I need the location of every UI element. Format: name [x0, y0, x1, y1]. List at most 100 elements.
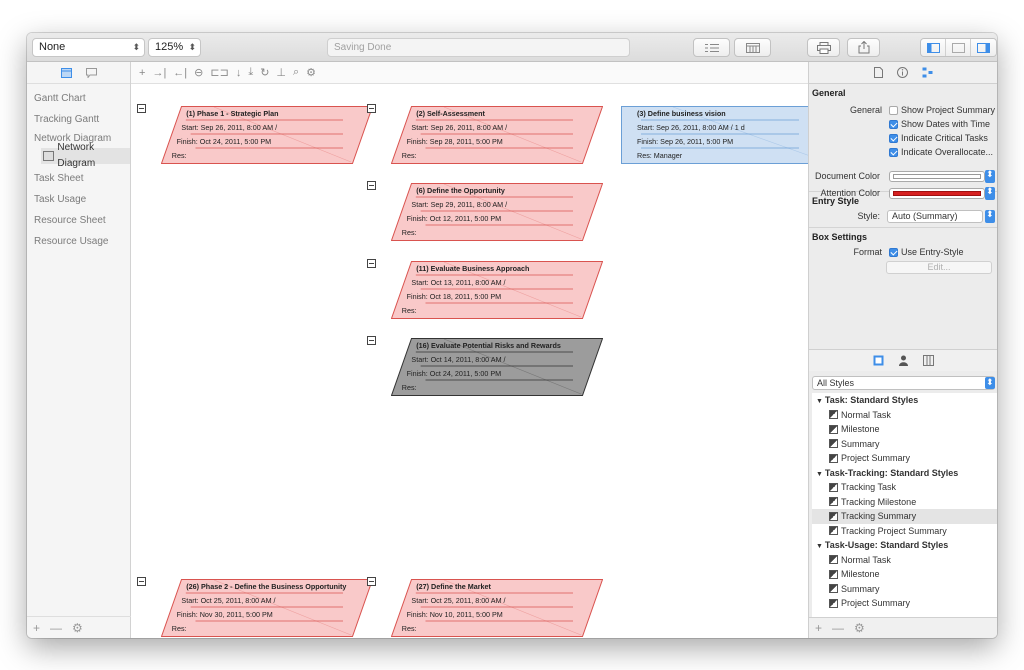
attention-color-popup[interactable]	[985, 186, 995, 200]
node-shape	[621, 106, 829, 164]
style-item[interactable]: Milestone	[812, 422, 997, 437]
comment-icon[interactable]	[85, 67, 97, 78]
style-item[interactable]: Milestone	[812, 567, 997, 582]
style-item[interactable]: Normal Task	[812, 553, 997, 568]
sidebar-item-task-usage[interactable]: Task Usage	[27, 189, 130, 210]
link-tool[interactable]: ⊖	[194, 67, 204, 79]
style-item[interactable]: Summary	[812, 582, 997, 597]
critical-tasks-row: Indicate Critical Tasks	[809, 132, 997, 146]
sidebar-item-tracking-gantt[interactable]: Tracking Gantt	[27, 109, 130, 130]
phase-2-node[interactable]: (26) Phase 2 - Define the Business Oppor…	[137, 577, 373, 637]
toggle-right-panel-button[interactable]	[971, 39, 996, 56]
chevron-updown-icon[interactable]	[985, 209, 995, 223]
style-icon	[829, 497, 838, 507]
collapse-toggle[interactable]	[367, 577, 376, 586]
style-group-label: Task: Standard Styles	[824, 395, 919, 405]
network-style-icon[interactable]	[922, 67, 933, 78]
style-item[interactable]: Project Summary	[812, 596, 997, 611]
split-tool[interactable]: ⊥	[276, 67, 286, 79]
style-group-header[interactable]: ▼ Task: Standard Styles	[812, 393, 997, 408]
show-project-summary-checkbox[interactable]	[889, 106, 898, 115]
document-color-popup[interactable]	[985, 169, 995, 183]
style-item[interactable]: Normal Task	[812, 408, 997, 423]
gear-icon[interactable]: ⚙	[854, 621, 865, 635]
filter-select[interactable]: None ⬍	[32, 38, 145, 57]
info-icon[interactable]	[896, 67, 908, 78]
sidebar-item-network-diagram[interactable]: Network Diagram	[27, 130, 130, 148]
indent-tool[interactable]: →|	[152, 66, 167, 79]
collapse-toggle[interactable]	[367, 104, 376, 113]
style-group-header[interactable]: ▼ Task-Tracking: Standard Styles	[812, 466, 997, 481]
style-item[interactable]: Tracking Summary	[812, 509, 997, 524]
collapse-toggle[interactable]	[367, 259, 376, 268]
remove-style-button[interactable]: —	[832, 621, 845, 635]
columns-icon[interactable]	[923, 355, 934, 366]
disclosure-triangle-icon[interactable]: ▼	[816, 470, 825, 478]
outdent-tool[interactable]: ←|	[173, 66, 188, 79]
toggle-bottom-panel-button[interactable]	[946, 39, 971, 56]
node-title: (1) Phase 1 - Strategic Plan	[186, 109, 279, 118]
node-title: (3) Define business vision	[637, 109, 726, 118]
resource-tool[interactable]: ⤓	[248, 66, 254, 78]
disclosure-triangle-icon[interactable]: ▼	[816, 543, 825, 550]
add-task-tool[interactable]: +	[139, 66, 146, 79]
search-icon[interactable]: ⌕	[293, 66, 300, 78]
views-icon[interactable]	[60, 67, 72, 78]
select-value: All Styles	[817, 378, 855, 388]
style-item[interactable]: Tracking Project Summary	[812, 524, 997, 539]
style-item[interactable]: Project Summary	[812, 451, 997, 466]
collapse-toggle[interactable]	[367, 336, 376, 345]
style-item[interactable]: Tracking Milestone	[812, 495, 997, 510]
edit-button[interactable]: Edit...	[886, 261, 992, 274]
outline-view-button[interactable]	[693, 38, 730, 57]
calendar-view-button[interactable]	[734, 38, 771, 57]
disclosure-triangle-icon[interactable]: ▼	[816, 398, 825, 405]
evaluate-risks-node[interactable]: (16) Evaluate Potential Risks and Reward…	[367, 336, 603, 396]
zoom-select[interactable]: 125% ⬍	[148, 38, 201, 57]
remove-view-button[interactable]: —	[50, 620, 63, 635]
sidebar-item-task-sheet[interactable]: Task Sheet	[27, 168, 130, 189]
sidebar-item-resource-usage[interactable]: Resource Usage	[27, 231, 130, 252]
print-button[interactable]	[807, 38, 840, 57]
collapse-toggle[interactable]	[137, 104, 146, 113]
overallocate-checkbox[interactable]	[889, 148, 898, 157]
sidebar-item-gantt-chart[interactable]: Gantt Chart	[27, 88, 130, 109]
toggle-left-panel-button[interactable]	[921, 39, 946, 56]
style-group-header[interactable]: ▼ Task-Usage: Standard Styles	[812, 538, 997, 553]
collapse-toggle[interactable]	[137, 577, 146, 586]
collapse-toggle[interactable]	[367, 181, 376, 190]
use-entry-style-checkbox[interactable]	[889, 248, 898, 257]
document-icon[interactable]	[873, 67, 883, 78]
general-header: General	[812, 88, 846, 98]
gear-icon[interactable]: ⚙	[72, 620, 83, 635]
attention-color-label: Attention Color	[820, 188, 880, 198]
entry-style-header: Entry Style	[812, 196, 860, 206]
styles-filter-select[interactable]: All Styles	[812, 376, 995, 390]
add-view-button[interactable]: +	[33, 620, 41, 635]
entry-style-select[interactable]: Auto (Summary)	[887, 210, 983, 223]
assign-tool[interactable]: ↓	[235, 66, 242, 79]
sidebar-subitem-network-diagram[interactable]: Network Diagram	[41, 142, 130, 169]
gear-icon[interactable]: ⚙	[306, 67, 317, 79]
critical-tasks-checkbox[interactable]	[889, 134, 898, 143]
style-item[interactable]: Tracking Task	[812, 480, 997, 495]
node-finish: Finish: Nov 30, 2011, 5:00 PM	[176, 610, 273, 619]
task-style-icon[interactable]	[873, 355, 884, 366]
add-style-button[interactable]: +	[815, 621, 823, 635]
show-dates-checkbox[interactable]	[889, 120, 898, 129]
reschedule-tool[interactable]: ↻	[260, 67, 270, 79]
unlink-tool[interactable]: ⊏⊐	[210, 67, 229, 79]
document-color-well[interactable]	[889, 171, 985, 182]
share-button[interactable]	[847, 38, 880, 57]
style-item[interactable]: Summary	[812, 437, 997, 452]
person-icon[interactable]	[898, 355, 909, 366]
sidebar-item-resource-sheet[interactable]: Resource Sheet	[27, 210, 130, 231]
